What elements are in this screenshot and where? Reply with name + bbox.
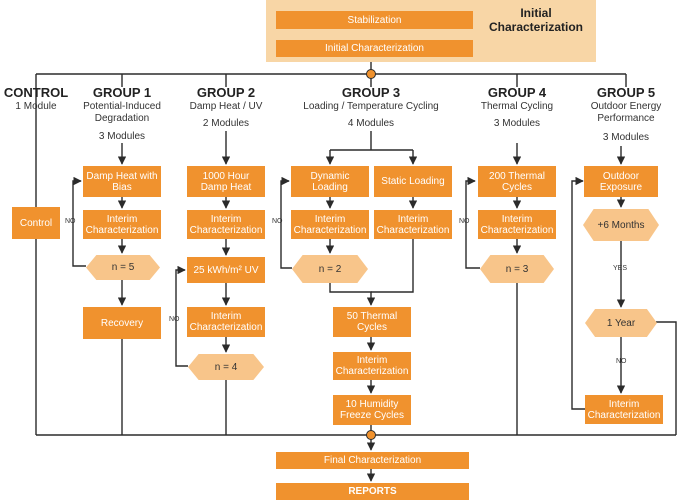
g3-loop-hex: n = 2: [292, 255, 368, 283]
g1-interim-box: Interim Characterization: [83, 210, 161, 239]
g3-dynamic-loading-box: Dynamic Loading: [291, 166, 369, 197]
group1-modules: 3 Modules: [98, 131, 146, 142]
group3-modules: 4 Modules: [347, 118, 395, 129]
merge-node: [366, 430, 376, 440]
g5-no-label: NO: [616, 358, 627, 365]
g3-no-label: NO: [272, 218, 283, 225]
g5-outdoor-exposure-box: Outdoor Exposure: [584, 166, 658, 197]
g2-loop-hex: n = 4: [188, 354, 264, 380]
initial-characterization-title: Initial Characterization: [480, 6, 592, 34]
group4-modules: 3 Modules: [493, 118, 541, 129]
control-modules: 1 Module: [15, 101, 57, 112]
group2-subtitle: Damp Heat / UV: [189, 101, 263, 112]
split-node: [366, 69, 376, 79]
g5-one-year-hex: 1 Year: [585, 309, 657, 337]
g5-yes-label: YES: [613, 265, 628, 272]
group1-title: GROUP 1: [92, 85, 152, 100]
g3-thermal-cycles-box: 50 Thermal Cycles: [333, 307, 411, 337]
g2-uv-box: 25 kWh/m² UV: [187, 257, 265, 283]
g3-interim-c-box: Interim Characterization: [333, 352, 411, 380]
group2-modules: 2 Modules: [202, 118, 250, 129]
g1-loop-hex: n = 5: [86, 255, 160, 280]
group4-title: GROUP 4: [487, 85, 547, 100]
g4-loop-hex: n = 3: [480, 255, 554, 283]
group1-subtitle: Potential-Induced Degradation: [83, 101, 161, 124]
group4-subtitle: Thermal Cycling: [480, 101, 554, 112]
g5-six-months-hex: +6 Months: [583, 209, 659, 241]
g1-recovery-box: Recovery: [83, 307, 161, 339]
initial-characterization-box: Initial Characterization: [276, 40, 473, 57]
g3-static-loading-box: Static Loading: [374, 166, 452, 197]
group5-title: GROUP 5: [596, 85, 656, 100]
group3-title: GROUP 3: [341, 85, 401, 100]
reports-box: REPORTS: [276, 483, 469, 500]
g2-interim2-box: Interim Characterization: [187, 307, 265, 337]
group3-subtitle: Loading / Temperature Cycling: [303, 101, 439, 112]
group5-modules: 3 Modules: [602, 132, 650, 143]
g4-no-label: NO: [459, 218, 470, 225]
group2-title: GROUP 2: [196, 85, 256, 100]
g5-interim-box: Interim Characterization: [585, 395, 663, 424]
g2-no-label: NO: [169, 316, 180, 323]
initial-title-line2: Characterization: [488, 20, 584, 34]
g2-damp-heat-box: 1000 Hour Damp Heat: [187, 166, 265, 197]
g3-interim-b-box: Interim Characterization: [374, 210, 452, 239]
group5-subtitle: Outdoor Energy Performance: [590, 101, 662, 124]
g2-interim1-box: Interim Characterization: [187, 210, 265, 239]
g3-interim-a-box: Interim Characterization: [291, 210, 369, 239]
control-box: Control: [12, 207, 60, 239]
g1-no-label: NO: [65, 218, 76, 225]
g4-thermal-cycles-box: 200 Thermal Cycles: [478, 166, 556, 197]
control-title: CONTROL: [3, 85, 69, 100]
g4-interim-box: Interim Characterization: [478, 210, 556, 239]
initial-title-line1: Initial: [520, 6, 552, 20]
final-characterization-box: Final Characterization: [276, 452, 469, 469]
g3-humidity-freeze-box: 10 Humidity Freeze Cycles: [333, 395, 411, 425]
stabilization-box: Stabilization: [276, 11, 473, 29]
g1-damp-heat-bias-box: Damp Heat with Bias: [83, 166, 161, 197]
